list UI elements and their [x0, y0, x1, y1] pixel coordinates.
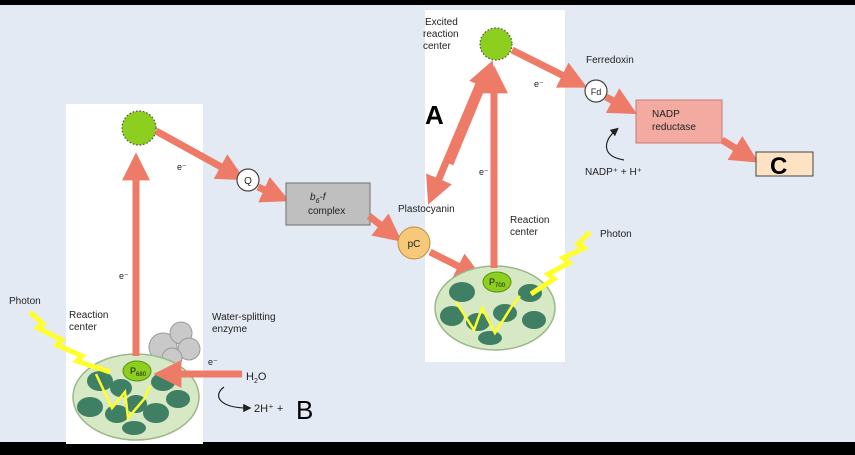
ps2-photon-arrow: [28, 310, 111, 375]
p700-label: P700: [489, 277, 506, 289]
answer-c-label: C: [770, 153, 787, 180]
nadp-reductase-box: [635, 99, 723, 144]
ps1-excited-reaction-center: [479, 27, 513, 61]
answer-c-box: [755, 151, 814, 177]
ferredoxin-label: Ferredoxin: [586, 55, 634, 66]
p700-reaction-center: [482, 271, 512, 293]
p680-label: P680: [130, 366, 147, 378]
ps1-photon-label: Photon: [600, 229, 632, 240]
ps1-reaction-center-label: Reaction center: [510, 215, 552, 238]
bottom-border: [0, 442, 855, 455]
ps2-excited-reaction-center: [121, 110, 157, 146]
fd-to-reductase-arrow: [604, 88, 638, 115]
ps1-electron-label: e⁻: [479, 167, 489, 177]
fd-electron-label: e⁻: [534, 79, 544, 89]
ps1-to-fd-arrow: [510, 46, 588, 88]
reductase-to-product-arrow: [720, 136, 759, 163]
ps2-reaction-center-label: Reaction center: [69, 310, 111, 333]
b6f-complex-label: b6-f complex: [308, 192, 345, 217]
answer-b-label: B: [296, 395, 313, 425]
electron-transport-chain: e⁻ Q b6-f complex pC Plastocyanin: [154, 127, 484, 279]
nadp-input-curve-arrow: [605, 127, 625, 161]
ps1-energy-transfer-path: [454, 295, 521, 336]
q-to-complex-arrow: [256, 176, 290, 203]
water-electron-label: e⁻: [208, 357, 218, 367]
protons-label: 2H⁺ +: [254, 403, 283, 415]
pc-label: pC: [408, 239, 421, 250]
nadp-reductase-label: NADP reductase: [652, 109, 696, 133]
ps2-photon-label: Photon: [9, 296, 41, 307]
water-label: H2O: [246, 371, 267, 385]
top-border: [0, 0, 855, 5]
excited-reaction-center-label: Excited reaction center: [423, 17, 461, 52]
nadp-input-label: NADP⁺ + H⁺: [585, 167, 642, 178]
ps1-diagonal-up-arrow: [446, 60, 496, 166]
q-label: Q: [244, 176, 252, 187]
plastocyanin-pc: [397, 226, 431, 260]
fd-label: Fd: [591, 87, 602, 97]
ps2-to-q-arrow: [154, 127, 246, 181]
ps2-energy-transfer-path: [94, 373, 152, 422]
pc-to-p700-arrow: [428, 248, 484, 279]
q-electron-label: e⁻: [177, 162, 187, 172]
p680-reaction-center: [122, 360, 152, 382]
ps2-electron-up-label: e⁻: [119, 271, 129, 281]
photosystem-i: P700 Photon Reaction center e⁻ A Excited…: [423, 17, 814, 351]
complex-to-pc-arrow: [366, 213, 402, 242]
water-split-curve-arrow: [218, 386, 252, 413]
b6f-complex-box: [285, 182, 371, 226]
ps1-diagonal-down-arrow: [426, 70, 488, 205]
photosystem-ii: P680 Photon Reaction center Water-splitt…: [9, 110, 313, 441]
ps1-photon-arrow: [529, 230, 592, 297]
answer-a-label: A: [425, 100, 444, 130]
water-splitting-enzyme-label: Water-splitting enzyme: [212, 312, 278, 335]
plastocyanin-label: Plastocyanin: [398, 204, 455, 215]
